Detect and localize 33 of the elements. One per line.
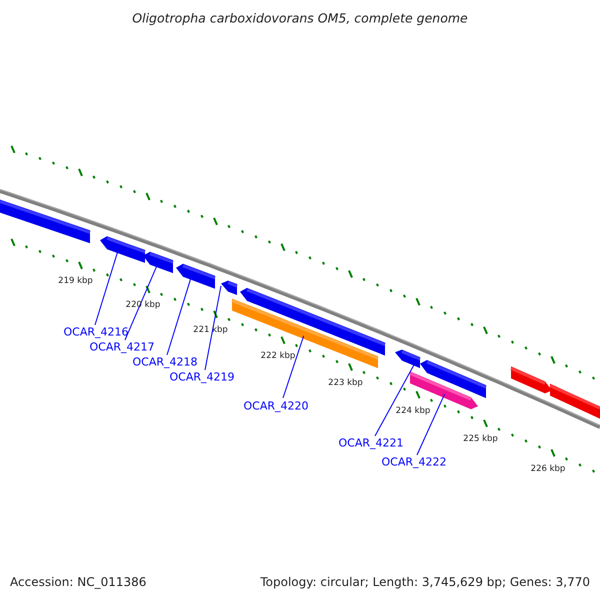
gene-feature xyxy=(231,298,379,368)
leader-line xyxy=(374,358,418,436)
gene-feature xyxy=(510,366,552,394)
leader-line xyxy=(166,275,192,356)
gene-label: OCAR_4217 xyxy=(90,340,154,354)
title: Oligotropha carboxidovorans OM5, complete genome xyxy=(132,10,468,26)
gene-label: OCAR_4219 xyxy=(170,370,234,384)
genome-summary-text: Topology: circular; Length: 3,745,629 bp; Genes: 3,770 xyxy=(260,575,590,589)
gene-feature xyxy=(0,200,90,244)
scale-label: 225 kbp xyxy=(463,434,498,444)
gene-label: OCAR_4221 xyxy=(338,436,404,450)
gene-label: OCAR_4216 xyxy=(64,326,128,338)
leader-line xyxy=(204,285,222,370)
scale-label: 223 kbp xyxy=(328,378,363,388)
leader-line xyxy=(94,249,119,326)
gene-feature xyxy=(395,350,421,368)
gene-feature xyxy=(176,264,216,289)
leader-line xyxy=(416,394,445,456)
leader-line xyxy=(282,335,304,398)
scale-label: 219 kbp xyxy=(58,276,93,286)
gene-feature xyxy=(143,252,174,274)
gene-feature xyxy=(100,236,146,263)
gene-feature xyxy=(549,384,600,419)
accession-text: Accession: NC_011386 xyxy=(10,575,146,589)
gene-feature xyxy=(221,280,238,295)
scale-label: 226 kbp xyxy=(530,464,566,474)
gene-label: OCAR_4222 xyxy=(382,456,446,468)
scale-label: 224 kbp xyxy=(396,406,430,416)
gene-label: OCAR_4218 xyxy=(132,356,198,368)
leader-line xyxy=(124,262,159,340)
scale-label: 222 kbp xyxy=(260,351,296,362)
gene-label: OCAR_4220 xyxy=(244,400,308,412)
scale-label: 221 kbp xyxy=(193,325,228,336)
